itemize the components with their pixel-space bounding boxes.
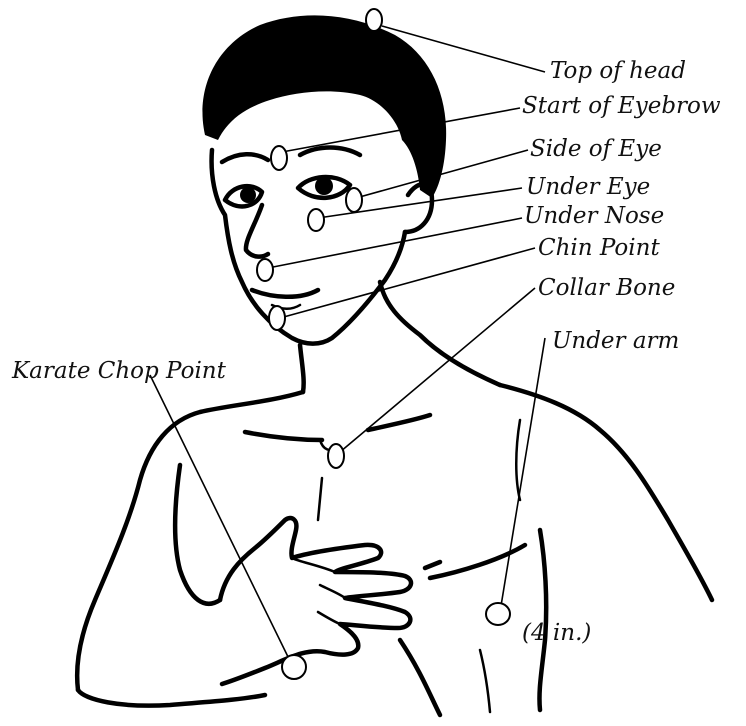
left-arm-inner	[78, 690, 265, 706]
point-start-of-eyebrow	[271, 146, 287, 170]
point-top-of-head	[366, 9, 382, 31]
label-start-of-eyebrow: Start of Eyebrow	[522, 93, 721, 119]
point-under-eye	[308, 209, 324, 231]
label-side-of-eye: Side of Eye	[530, 136, 662, 162]
nose	[246, 205, 268, 257]
left-eyebrow	[222, 154, 268, 162]
point-labels: Top of head Start of Eyebrow Side of Eye…	[11, 58, 721, 646]
neck-left	[300, 345, 304, 392]
tapping-points	[257, 9, 510, 679]
sternum-line	[318, 478, 322, 520]
right-nipple-line	[425, 562, 440, 568]
hair	[202, 15, 446, 198]
finger-line-3	[318, 612, 340, 624]
label-top-of-head: Top of head	[550, 58, 686, 84]
point-under-nose	[257, 259, 273, 281]
hand-outline	[220, 518, 411, 684]
right-eyebrow	[300, 148, 360, 156]
abdomen-line	[480, 650, 490, 712]
point-under-arm	[486, 603, 510, 625]
lower-torso	[400, 640, 440, 715]
label-under-nose: Under Nose	[524, 203, 664, 229]
label-under-arm: Under arm	[552, 328, 679, 354]
label-under-eye: Under Eye	[526, 174, 650, 200]
point-karate-chop	[282, 655, 306, 679]
label-chin-point: Chin Point	[538, 235, 660, 261]
point-collar-bone	[328, 444, 344, 468]
point-side-of-eye	[346, 188, 362, 212]
right-clavicle	[368, 415, 430, 430]
left-pupil	[240, 187, 256, 203]
label-karate-chop-point: Karate Chop Point	[11, 358, 227, 384]
right-pupil	[315, 177, 333, 195]
label-under-arm-note: (4 in.)	[522, 620, 591, 646]
mouth	[252, 290, 318, 297]
finger-line-2	[320, 585, 345, 598]
right-arm-fold	[516, 420, 520, 500]
point-chin	[269, 306, 285, 330]
left-clavicle	[245, 432, 322, 440]
finger-line-1	[292, 558, 335, 572]
label-collar-bone: Collar Bone	[538, 275, 675, 301]
left-arm-outer	[175, 465, 220, 604]
